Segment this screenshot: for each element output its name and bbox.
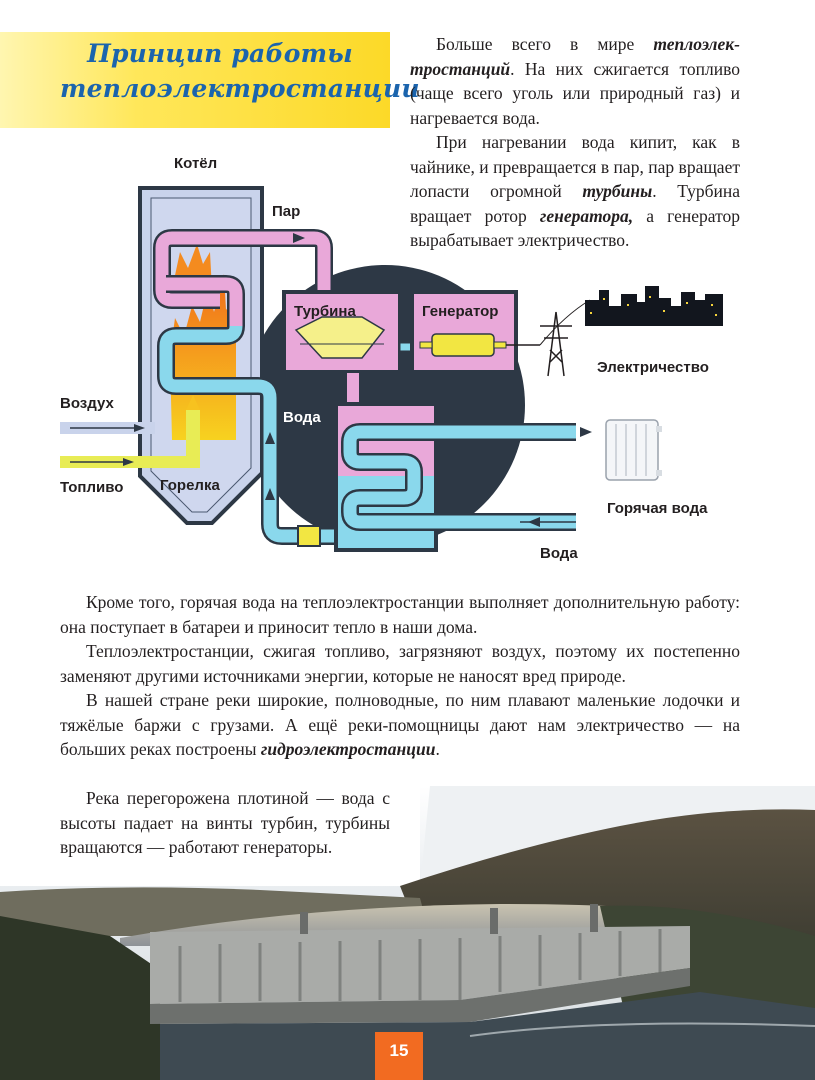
intro-paragraph-1: Больше всего в мире теплоэлек­тростанций… (410, 34, 740, 128)
keyword-thermal-plants: теплоэлек­тростанций (410, 34, 740, 79)
pump-icon (297, 525, 321, 547)
radiator-icon (605, 419, 662, 481)
generator-icon (419, 333, 507, 357)
label-burner: Горелка (160, 477, 220, 494)
intro-paragraph-2: При нагревании вода кипит, как в чайнике… (410, 132, 740, 250)
label-hot-water: Горячая вода (607, 500, 708, 517)
page-title: Принцип работы теплоэлектростанции (60, 36, 420, 106)
turbine-icon (294, 316, 386, 359)
keyword-hydro-plants: гидроэлектростанции (260, 739, 436, 759)
label-generator: Генератор (422, 303, 498, 320)
middle-paragraph-2: Теплоэлектростанции, сжигая топливо, заг… (60, 641, 740, 686)
generator-box (410, 290, 518, 374)
power-pylon-icon (540, 311, 572, 377)
keyword-generator: генератора, (539, 205, 634, 226)
dam-structure (150, 904, 690, 1024)
middle-paragraph-3: В нашей стране реки широкие, полноводные… (60, 690, 740, 759)
keyword-turbine: турбины (582, 181, 653, 201)
label-air: Воздух (60, 395, 114, 412)
label-water-mid: Вода (283, 409, 321, 426)
label-boiler: Котёл (174, 155, 217, 172)
middle-text: Кроме того, горячая вода на теплоэлектро… (60, 590, 740, 762)
title-banner (0, 32, 390, 128)
label-steam: Пар (272, 203, 300, 220)
city-skyline-icon (585, 286, 723, 326)
page-title-line1: Принцип работы (87, 39, 353, 68)
intro-text: Больше всего в мире теплоэлек­тростанций… (410, 32, 740, 253)
dam-text: Река перегорожена плотиной — вода с высо… (60, 786, 390, 860)
dam-photo (0, 786, 815, 1080)
middle-paragraph-1: Кроме того, горячая вода на теплоэлектро… (60, 592, 740, 637)
power-plant-diagram: Котёл Пар Турбина Генератор Электричеств… (60, 155, 723, 562)
label-electricity: Электричество (597, 359, 709, 376)
page-number: 15 (375, 1032, 423, 1080)
label-fuel: Топливо (60, 479, 123, 496)
label-water-in: Вода (540, 545, 578, 562)
dam-paragraph: Река перегорожена плотиной — вода с высо… (60, 788, 390, 857)
page-title-line2: теплоэлектростанции (60, 74, 420, 103)
label-turbine: Турбина (294, 303, 356, 320)
